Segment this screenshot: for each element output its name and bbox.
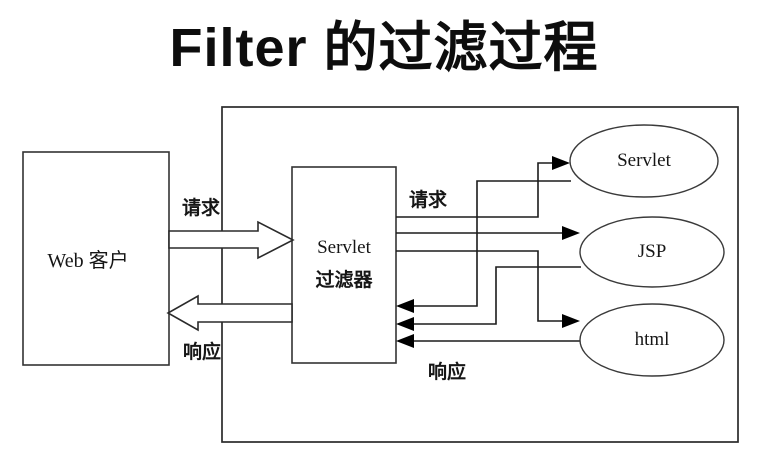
container-box: [221, 106, 739, 443]
arrowhead-to-servlet: [552, 156, 570, 170]
arrowhead-from-html: [396, 334, 414, 348]
request-line-to-html: [396, 250, 563, 322]
web-client-label: Web 客户: [47, 250, 129, 272]
html-ellipse: [579, 303, 725, 377]
request-right-label: 请求: [408, 190, 447, 211]
request-line-to-servlet: [396, 162, 553, 218]
web-client-box: [22, 151, 170, 366]
arrowhead-to-html: [562, 314, 580, 328]
servlet-filter-box: [291, 166, 397, 364]
request-hollow-arrow: [168, 220, 295, 260]
servlet-filter-label-line2: 过滤器: [315, 270, 373, 291]
html-ellipse-label: html: [634, 329, 670, 350]
servlet-ellipse-label: Servlet: [617, 150, 671, 171]
diagram-title: Filter 的过滤过程: [169, 18, 599, 78]
jsp-ellipse: [579, 216, 725, 288]
jsp-ellipse-label: JSP: [637, 241, 667, 262]
response-hollow-arrow: [166, 294, 293, 332]
arrowhead-from-servlet: [396, 299, 414, 313]
servlet-filter-label-line1: Servlet: [317, 237, 371, 258]
response-line-from-jsp: [413, 266, 581, 325]
arrowhead-from-jsp: [396, 317, 414, 331]
response-right-label: 响应: [427, 362, 466, 383]
arrowhead-to-jsp: [562, 226, 580, 240]
response-line-from-servlet: [413, 180, 571, 307]
request-left-label: 请求: [181, 198, 220, 219]
response-left-label: 响应: [182, 342, 221, 363]
servlet-ellipse: [569, 124, 719, 198]
